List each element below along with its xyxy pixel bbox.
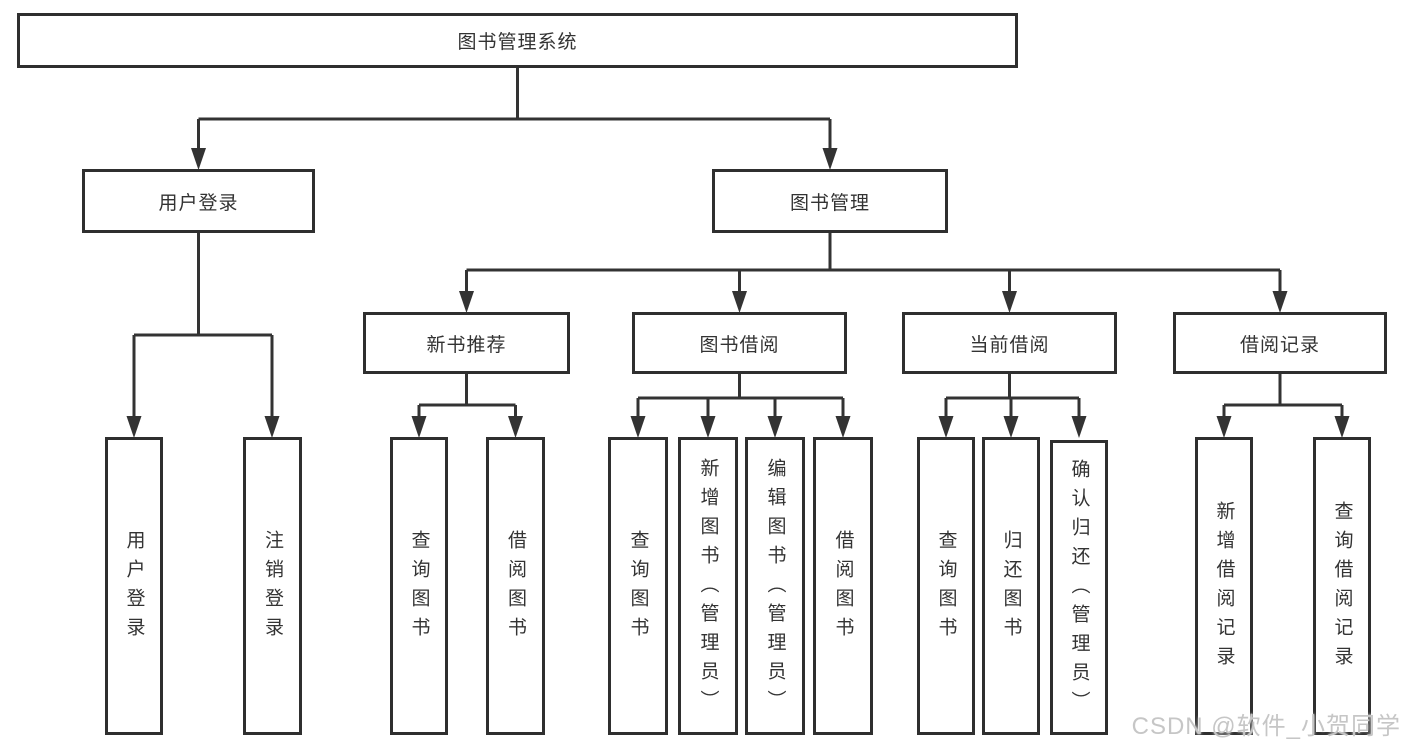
branch-login-split: [132, 233, 274, 418]
arrow-down-icon: [938, 416, 954, 438]
arrow-down-icon: [1002, 291, 1017, 313]
leaf-add-borrow-record: 新增借阅记录: [1195, 437, 1253, 735]
node-book-borrowing: 图书借阅: [632, 312, 847, 374]
leaf-edit-books-admin: 编辑图书（管理员）: [745, 437, 805, 735]
node-book-management: 图书管理: [712, 169, 948, 233]
arrow-down-icon: [459, 291, 474, 313]
arrowheads-root-split: [191, 148, 838, 170]
arrow-down-icon: [1216, 416, 1232, 438]
arrow-down-icon: [126, 416, 142, 438]
arrow-down-icon: [1272, 291, 1288, 313]
branch-borrow-split: [636, 374, 845, 418]
node-library-system: 图书管理系统: [17, 13, 1018, 68]
leaf-logout: 注销登录: [243, 437, 302, 735]
arrow-down-icon: [732, 291, 747, 313]
arrow-down-icon: [411, 416, 427, 438]
leaf-query-books-borrow: 查询图书: [608, 437, 668, 735]
node-borrow-records: 借阅记录: [1173, 312, 1387, 374]
leaf-add-books-admin: 新增图书（管理员）: [678, 437, 738, 735]
leaf-query-books-recommend: 查询图书: [390, 437, 448, 735]
leaf-borrow-books: 借阅图书: [813, 437, 873, 735]
branch-management-split: [465, 233, 1282, 293]
branch-records-split: [1222, 374, 1344, 418]
arrowheads-login-split: [126, 416, 280, 438]
csdn-watermark: CSDN @软件_小贺同学: [1131, 713, 1401, 740]
arrowheads-records-split: [1216, 416, 1350, 438]
arrow-down-icon: [1071, 416, 1087, 438]
node-new-book-recommend: 新书推荐: [363, 312, 570, 374]
arrowheads-recommend-split: [411, 416, 523, 438]
arrowheads-management-split: [459, 291, 1288, 313]
leaf-user-login: 用户登录: [105, 437, 163, 735]
arrow-down-icon: [508, 416, 523, 438]
arrow-down-icon: [822, 148, 838, 170]
leaf-borrow-books-recommend: 借阅图书: [486, 437, 545, 735]
arrowheads-current-split: [938, 416, 1087, 438]
arrow-down-icon: [191, 148, 206, 170]
node-current-borrowing: 当前借阅: [902, 312, 1117, 374]
arrow-down-icon: [1003, 416, 1019, 438]
arrowheads-borrow-split: [630, 416, 851, 438]
arrow-down-icon: [835, 416, 851, 438]
branch-current-split: [944, 374, 1081, 418]
node-user-login: 用户登录: [82, 169, 315, 233]
leaf-query-books-current: 查询图书: [917, 437, 975, 735]
leaf-return-books: 归还图书: [982, 437, 1040, 735]
leaf-confirm-return-admin: 确认归还（管理员）: [1050, 440, 1108, 735]
branch-recommend-split: [417, 374, 517, 418]
leaf-query-borrow-record: 查询借阅记录: [1313, 437, 1371, 735]
arrow-down-icon: [767, 416, 783, 438]
arrow-down-icon: [700, 416, 716, 438]
arrow-down-icon: [264, 416, 280, 438]
branch-root-split: [197, 68, 832, 150]
arrow-down-icon: [630, 416, 646, 438]
arrow-down-icon: [1334, 416, 1350, 438]
